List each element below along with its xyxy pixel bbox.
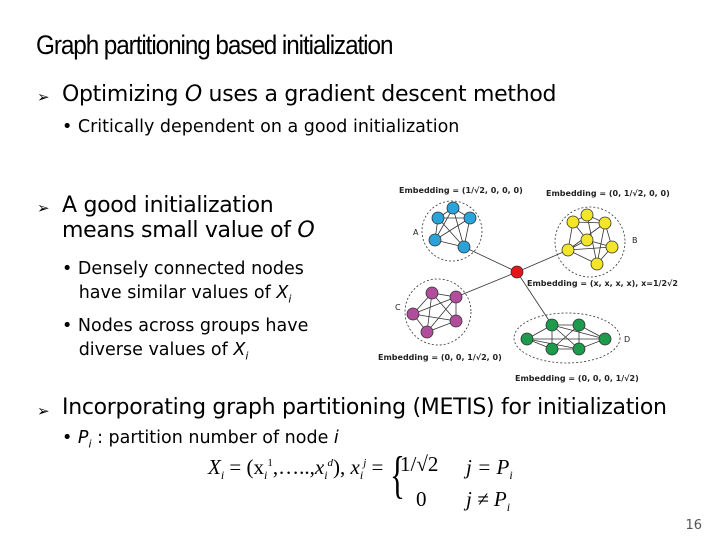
embedding-label-d: Embedding = (0, 0, 0, 1/√2): [515, 374, 639, 383]
embedding-label-center: Embedding = (x, x, x, x), x=1/2√2: [527, 279, 678, 288]
brace: {: [389, 447, 405, 504]
cluster-label-b: B: [632, 236, 638, 245]
case-2-value: 0: [416, 487, 427, 511]
cluster-label-a: A: [413, 228, 419, 237]
case-1-condition: j = Pi: [466, 455, 513, 483]
cluster-label-d: D: [624, 335, 630, 344]
embedding-label-c: Embedding = (0, 0, 1/√2, 0): [378, 353, 502, 362]
cluster-c-nodes: [406, 286, 463, 339]
sub-bullet-2-2: • Nodes across groups have diverse value…: [62, 316, 309, 363]
initialization-formula: Xi = (xi1,…..,xid), xij =: [208, 455, 384, 483]
slide-title: Graph partitioning based initialization: [36, 30, 393, 60]
bullet-1: Optimizing O uses a gradient descent met…: [62, 82, 557, 107]
arrow-bullet-icon: ➢: [37, 199, 50, 217]
page-number: 16: [685, 518, 702, 533]
cluster-d-nodes: [520, 318, 612, 356]
embedding-label-a: Embedding = (1/√2, 0, 0, 0): [399, 186, 523, 195]
case-1-value: 1/√2: [400, 452, 439, 476]
sub-bullet-1-1: • Critically dependent on a good initial…: [62, 117, 460, 137]
case-2-condition: j ≠ Pi: [466, 487, 511, 515]
sub-bullet-2-1: • Densely connected nodes have similar v…: [62, 259, 304, 306]
sub-bullet-3-1: • Pi : partition number of node i: [62, 428, 339, 451]
arrow-bullet-icon: ➢: [37, 402, 50, 420]
arrow-bullet-icon: ➢: [37, 88, 50, 106]
cluster-a-nodes: [428, 201, 477, 254]
cluster-b-nodes: [561, 208, 619, 271]
embedding-label-b: Embedding = (0, 1/√2, 0, 0): [546, 189, 670, 198]
cluster-label-c: C: [395, 303, 401, 312]
bullet-3: Incorporating graph partitioning (METIS)…: [62, 395, 667, 420]
center-node: [510, 265, 524, 279]
